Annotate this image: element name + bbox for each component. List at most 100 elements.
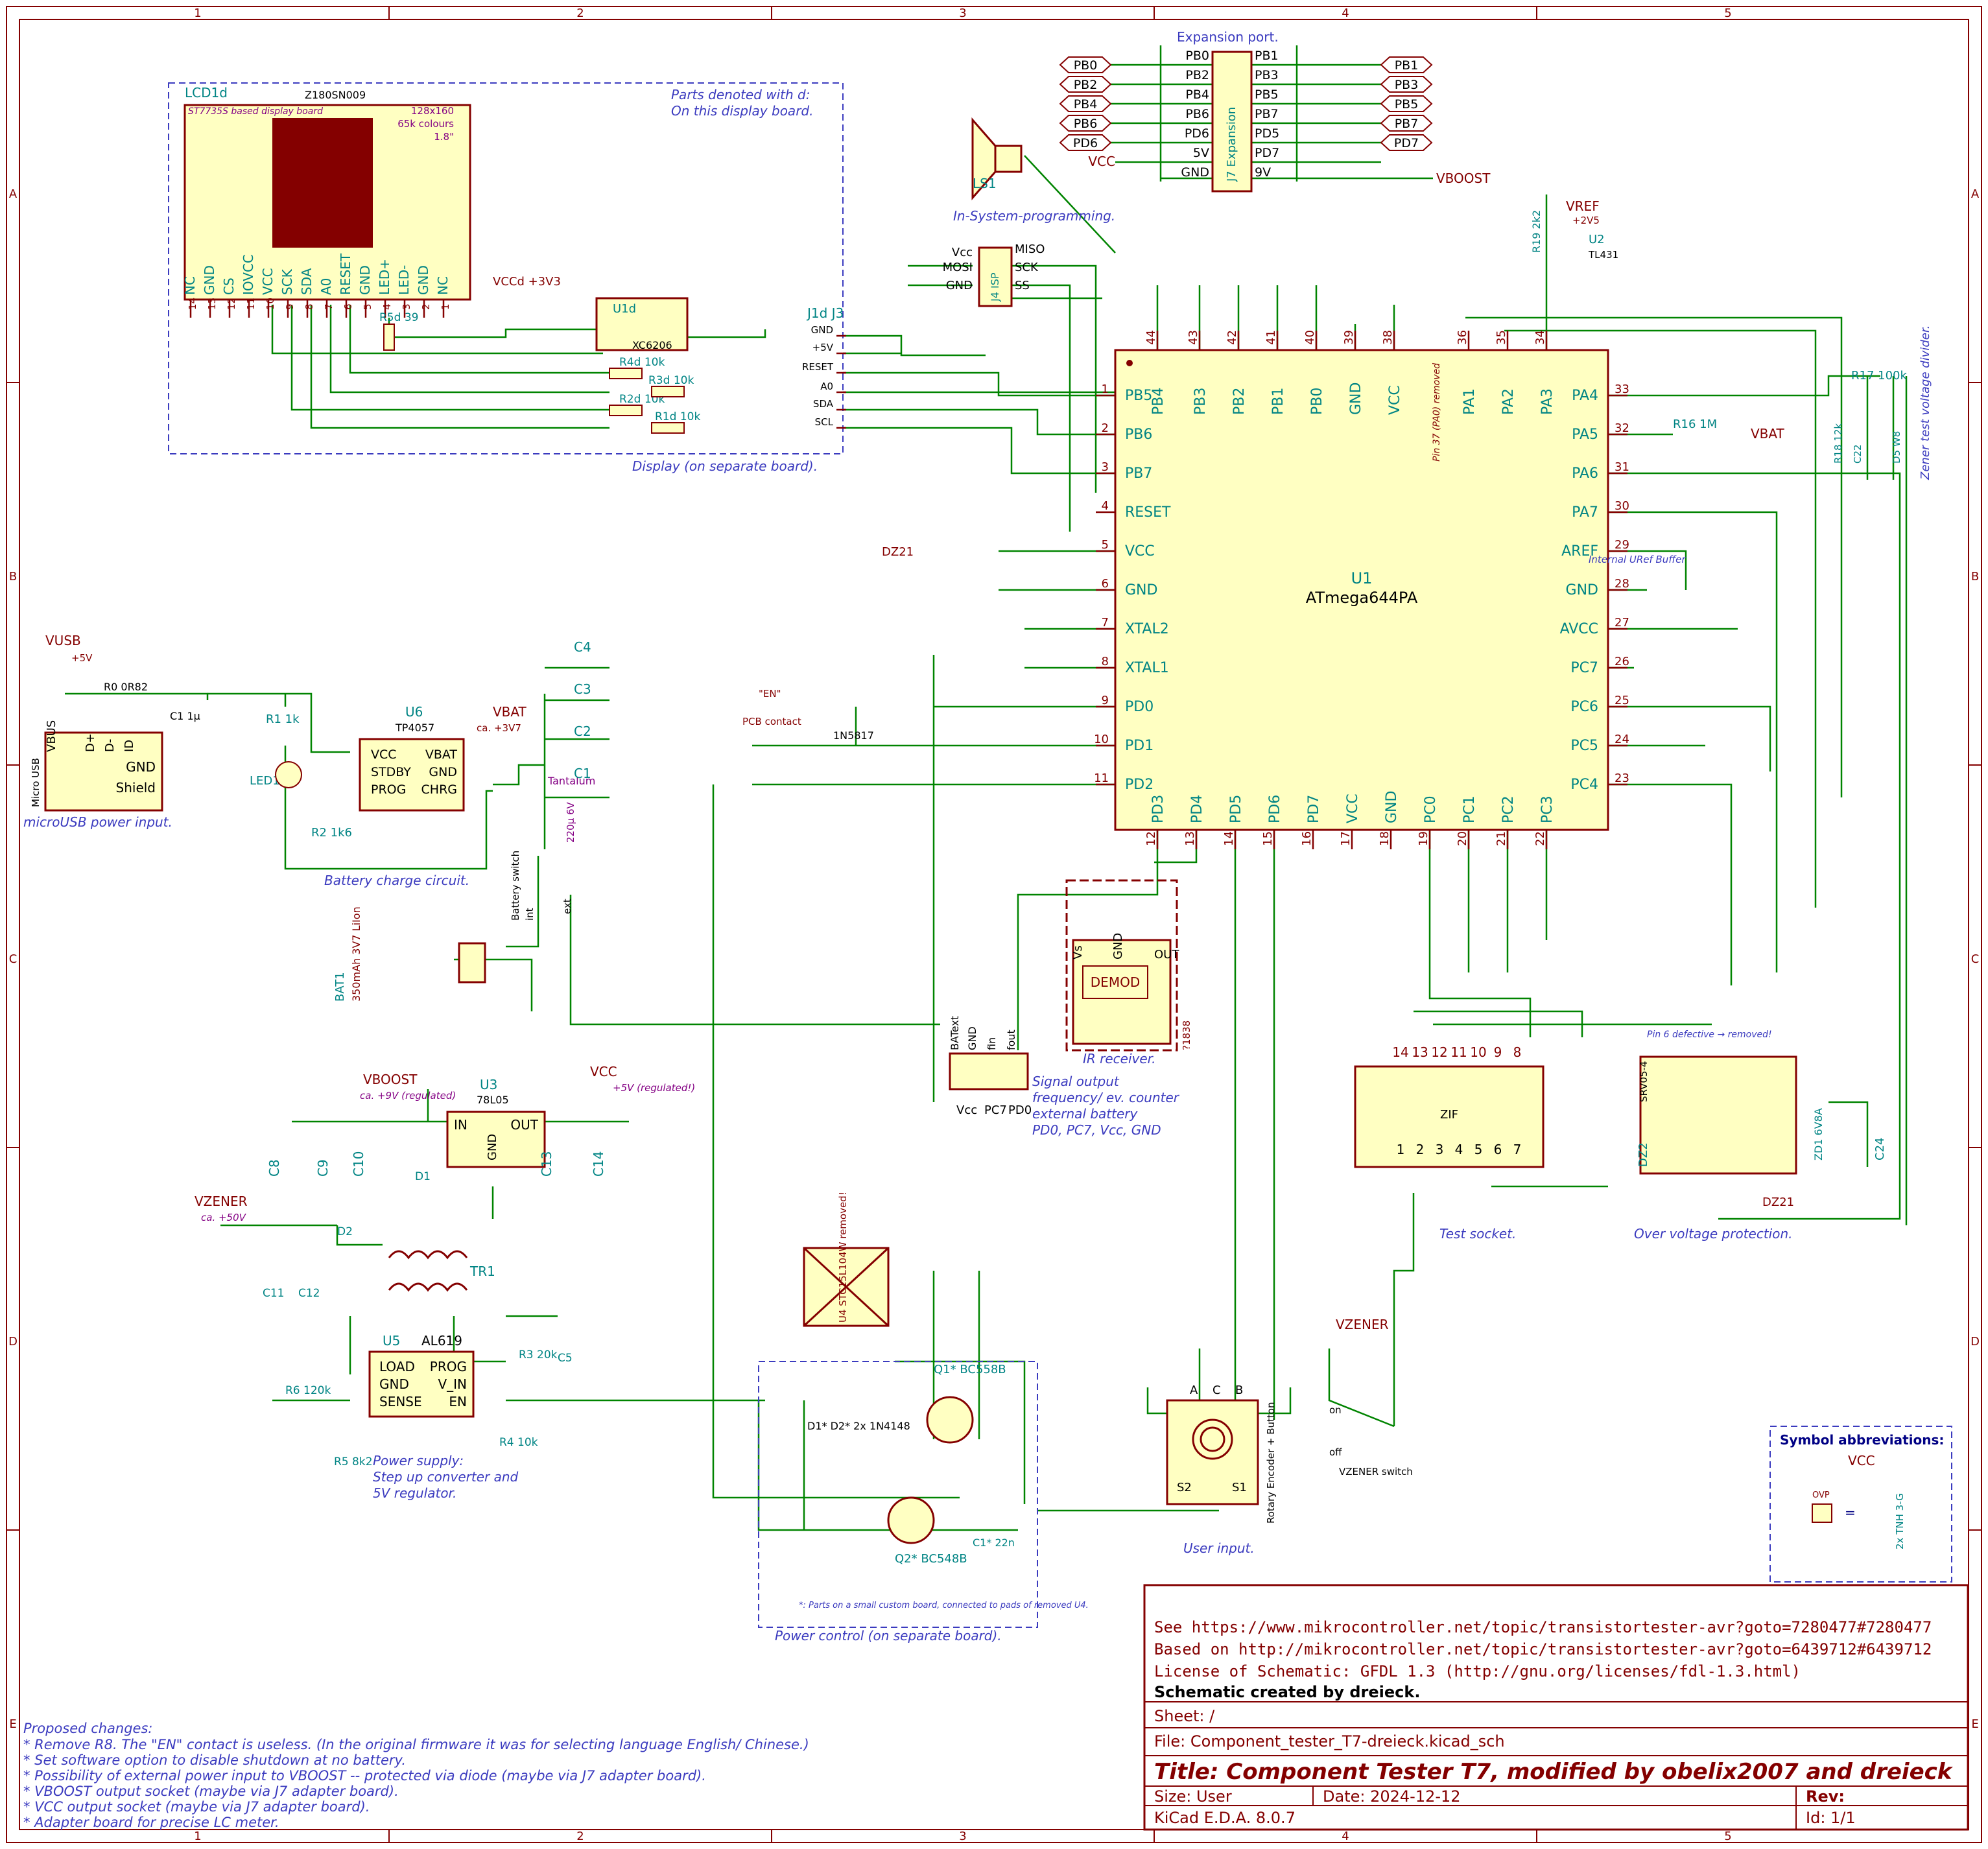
c1star-label: C1* 22n bbox=[973, 1537, 1015, 1549]
boost-pin: LOAD bbox=[379, 1359, 415, 1374]
lcd-pin-number: 3 bbox=[401, 303, 412, 310]
mcu-pin-number: 24 bbox=[1615, 733, 1629, 746]
mcu-pin-name: PD0 bbox=[1125, 699, 1154, 715]
vboost-note: ca. +9V (regulated) bbox=[360, 1090, 456, 1101]
usb-pin: D- bbox=[103, 739, 117, 752]
lcd-ref: LCD1d bbox=[185, 85, 228, 100]
mcu-pin-name: VCC bbox=[1387, 385, 1403, 415]
charger-vbat: VBAT bbox=[493, 704, 527, 720]
vcc-label: VCC bbox=[590, 1064, 617, 1079]
power-control-note: *: Parts on a small custom board, connec… bbox=[799, 1601, 1089, 1610]
proposed-line: Proposed changes: bbox=[23, 1721, 153, 1736]
reg-cap: C10 bbox=[351, 1151, 366, 1177]
battery-cap: C1 bbox=[574, 766, 591, 781]
lcd-pin-number: 6 bbox=[342, 303, 354, 310]
ir-pin: Vs bbox=[1071, 945, 1085, 960]
isp-pin: GND bbox=[946, 279, 973, 292]
col-label: 2 bbox=[576, 1830, 584, 1843]
title-tool: KiCad E.D.A. 8.0.7 bbox=[1154, 1809, 1296, 1827]
symbol-legend-box bbox=[1769, 1426, 1952, 1583]
diode-1n5817: 1N5817 bbox=[833, 729, 874, 742]
enc-pin: C bbox=[1213, 1384, 1221, 1397]
u2-label: U2 bbox=[1589, 233, 1605, 246]
boost-part: R5 8k2 bbox=[334, 1455, 373, 1468]
title-size: Size: User bbox=[1154, 1787, 1232, 1806]
mcu-pin-number: 4 bbox=[1102, 499, 1109, 513]
r18-label: R18 12k bbox=[1832, 423, 1844, 464]
dz21-left: DZ21 bbox=[882, 545, 914, 559]
exp-flag-label: PB7 bbox=[1395, 117, 1419, 131]
encoder-caption: User input. bbox=[1183, 1540, 1255, 1556]
mcu-pin-number: 7 bbox=[1102, 616, 1109, 630]
charger-pin: STDBY bbox=[371, 765, 411, 779]
charger-pin: GND bbox=[429, 765, 457, 779]
u2-part: TL431 bbox=[1588, 249, 1618, 261]
symbol-legend: Symbol abbreviations: VCC OVP 2x TNH 3-G… bbox=[1780, 1432, 1944, 1549]
mcu-pin-name: GND bbox=[1348, 383, 1364, 415]
lcd-colours: 65k colours bbox=[397, 118, 454, 130]
row-label: B bbox=[9, 570, 17, 583]
battery-switch-label: Battery switch bbox=[510, 851, 521, 921]
exp-pin-right: 9V bbox=[1255, 165, 1271, 180]
srv-part: SRV05-4 bbox=[1638, 1061, 1650, 1102]
ir-part: ?1838 bbox=[1181, 1020, 1192, 1050]
row-label: D bbox=[8, 1335, 18, 1348]
exp-flag-label: PB4 bbox=[1074, 97, 1098, 112]
vref-note: +2V5 bbox=[1572, 215, 1600, 226]
charger-vbat-note: ca. +3V7 bbox=[477, 722, 521, 734]
expansion-title: Expansion port. bbox=[1177, 29, 1279, 45]
lcd-pin-number: 5 bbox=[362, 303, 373, 310]
mcu-pin-name: PC2 bbox=[1500, 795, 1517, 823]
dz2-ref: DZ2 bbox=[1637, 1142, 1650, 1167]
mcu-part: ATmega644PA bbox=[1306, 589, 1418, 607]
mcu-pin-number: 29 bbox=[1615, 538, 1629, 552]
sig-pin: fout bbox=[1005, 1030, 1017, 1050]
row-label: C bbox=[1971, 952, 1980, 966]
usb-pin: ID bbox=[123, 740, 136, 752]
mcu-pin-number: 2 bbox=[1102, 421, 1109, 435]
c24-label: C24 bbox=[1873, 1138, 1887, 1160]
usb-pin: VBUS bbox=[45, 720, 58, 752]
zif-pin-bottom: 3 bbox=[1436, 1142, 1444, 1157]
mcu-pin-number: 30 bbox=[1615, 499, 1629, 513]
title-created-by: Schematic created by dreieck. bbox=[1154, 1683, 1420, 1701]
zif-pin-bottom: 1 bbox=[1397, 1142, 1405, 1157]
legend-diodes: 2x TNH 3-G bbox=[1894, 1493, 1906, 1549]
display-signal: SCL bbox=[815, 416, 834, 428]
exp-flag bbox=[1380, 95, 1433, 112]
col-label: 2 bbox=[576, 6, 584, 20]
mcu-pin-name: PD2 bbox=[1125, 777, 1154, 793]
exp-pin-left: 5V bbox=[1193, 146, 1209, 160]
isp-pin: MISO bbox=[1015, 242, 1045, 256]
lcd-screen bbox=[272, 118, 373, 248]
vcc-note: +5V (regulated!) bbox=[613, 1082, 695, 1094]
proposed-changes: Proposed changes: * Remove R8. The "EN" … bbox=[23, 1721, 809, 1830]
speaker bbox=[971, 117, 1023, 200]
mcu-pin-number: 39 bbox=[1342, 330, 1356, 345]
lcd-pin-number: 11 bbox=[245, 298, 257, 310]
display-resistor: R5d 39 bbox=[379, 311, 418, 324]
mcu-pin-number: 20 bbox=[1456, 831, 1469, 846]
exp-pin-right: PD5 bbox=[1255, 126, 1279, 141]
mcu-pin-name: PA1 bbox=[1461, 388, 1478, 415]
u3-part: 78L05 bbox=[477, 1094, 509, 1106]
isp-title: In-System-programming. bbox=[953, 208, 1115, 224]
col-label: 1 bbox=[194, 6, 201, 20]
battery-ref: BAT1 bbox=[333, 972, 347, 1002]
mcu-pin-name: PB1 bbox=[1270, 388, 1286, 415]
display-note-body: On this display board. bbox=[671, 103, 813, 119]
exp-flag bbox=[1059, 76, 1112, 93]
ir-demod: DEMOD bbox=[1091, 974, 1140, 990]
enc-pin: B bbox=[1235, 1384, 1243, 1397]
charger-caption: Battery charge circuit. bbox=[324, 873, 469, 888]
mcu-pin-name: GND bbox=[1125, 582, 1157, 598]
boost-part: C11 bbox=[263, 1287, 285, 1300]
mcu-pin-name: PD3 bbox=[1150, 795, 1166, 823]
legend-vcc: VCC bbox=[1848, 1453, 1875, 1468]
row-label: D bbox=[1970, 1335, 1980, 1348]
boost-pin: PROG bbox=[430, 1359, 467, 1374]
led-label: LED1 bbox=[250, 774, 280, 788]
